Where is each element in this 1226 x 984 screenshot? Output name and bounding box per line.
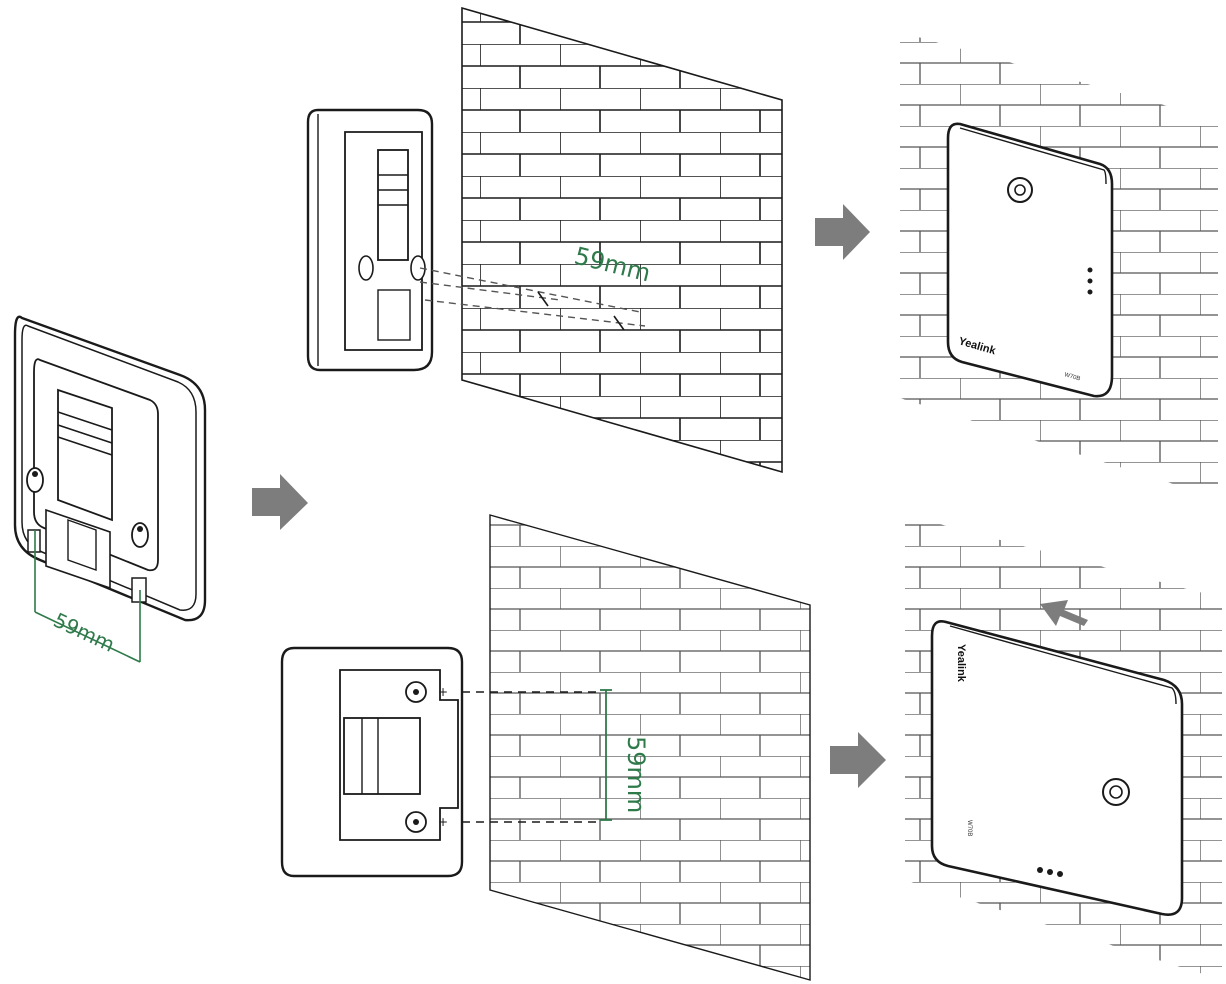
dimension-line-left bbox=[34, 530, 141, 663]
top-brick-wall bbox=[461, 6, 783, 474]
arrow-right-icon-bottom bbox=[830, 732, 886, 788]
bottom-mounted-base-station: Yealink W70B bbox=[930, 620, 1184, 916]
keyhole-slot-right bbox=[131, 522, 149, 603]
bottom-brick-wall bbox=[489, 514, 811, 981]
base-station-back-view: 59mm bbox=[13, 315, 207, 663]
dimension-label-left: 59mm bbox=[50, 608, 119, 657]
arrow-right-icon bbox=[252, 474, 308, 530]
keyhole-slot-lower: + bbox=[405, 811, 448, 833]
dimension-label-bottom: 59mm bbox=[622, 736, 650, 813]
svg-text:+: + bbox=[438, 815, 448, 829]
top-device-side-view bbox=[306, 108, 434, 372]
top-screw-guides bbox=[419, 267, 646, 327]
bottom-device-back-view: + + bbox=[280, 646, 464, 878]
model-label-bottom: W70B bbox=[966, 820, 972, 836]
dimension-line-bottom bbox=[600, 689, 612, 821]
arrow-right-icon-top bbox=[815, 204, 870, 260]
keyhole-slot-left bbox=[26, 467, 44, 553]
svg-text:+: + bbox=[438, 685, 448, 699]
arrow-slide-icon bbox=[1040, 600, 1088, 626]
bottom-screw-guides bbox=[462, 691, 600, 823]
model-label-top: W70B bbox=[1063, 372, 1080, 382]
brand-logo-bottom: Yealink bbox=[955, 644, 967, 683]
keyhole-slot-upper: + bbox=[405, 681, 448, 703]
top-mounted-base-station: Yealink W70B bbox=[946, 122, 1114, 398]
